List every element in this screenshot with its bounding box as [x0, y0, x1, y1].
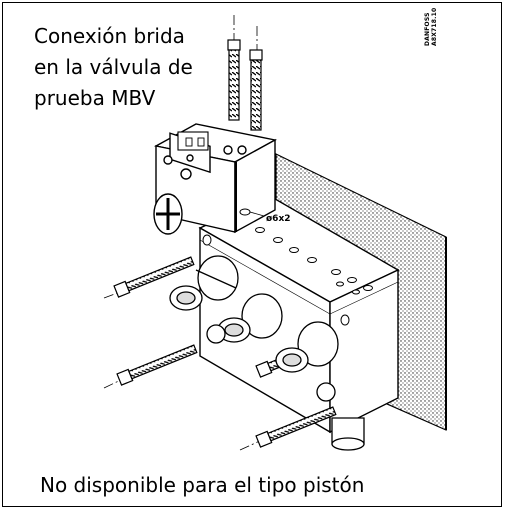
ball-valve-1: [169, 255, 239, 311]
title-line-2: en la válvula de: [34, 55, 193, 79]
dimension-label: ø6x2: [266, 214, 291, 224]
ball-valve-3: [275, 321, 339, 402]
title-line-1: Conexión brida: [34, 24, 185, 48]
title-line-3: prueba MBV: [34, 86, 156, 110]
dimension-marker: ø6x2: [239, 208, 291, 224]
ball-valves: [169, 255, 365, 451]
mbv-test-valve: [153, 123, 278, 235]
top-bolts: [227, 39, 263, 131]
availability-note: No disponible para el tipo pistón: [40, 473, 365, 497]
diagram-title: Conexión brida en la válvula de prueba M…: [34, 21, 224, 114]
ball-valve-2: [206, 293, 283, 344]
